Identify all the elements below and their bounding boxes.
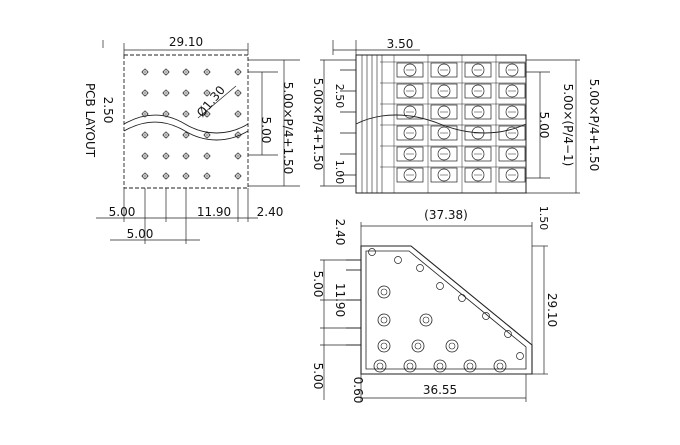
edge-pin	[436, 282, 444, 290]
front-screw	[493, 359, 507, 373]
dim-side-small: 1.00	[333, 160, 346, 185]
screw-terminal	[505, 168, 519, 182]
screw-terminal	[505, 105, 519, 119]
front-screw	[445, 339, 459, 353]
screw-terminal	[437, 126, 451, 140]
side-view: 3.50 2.50 5.00×P/4+1.50 1.00 5.00 5.00×(…	[311, 37, 601, 230]
break-line-2	[123, 121, 249, 141]
screw-terminal	[471, 105, 485, 119]
dim-front-height: 29.10	[545, 293, 559, 327]
front-outline	[360, 245, 533, 375]
screw-terminal	[471, 168, 485, 182]
dim-front-bottom-width: 36.55	[423, 383, 457, 397]
front-screw	[411, 339, 425, 353]
screw-terminal	[403, 126, 417, 140]
edge-pin	[504, 330, 512, 338]
front-screw-grid	[346, 248, 524, 373]
edge-pin	[394, 256, 402, 264]
dim-front-top-left: 2.40	[333, 219, 347, 246]
front-screw	[419, 313, 433, 327]
edge-pin	[458, 294, 466, 302]
screw-terminal	[403, 105, 417, 119]
screw-terminal	[505, 126, 519, 140]
screw-terminal	[471, 84, 485, 98]
edge-pin	[416, 264, 424, 272]
dim-right-outer: 5.00×P/4+1.50	[281, 82, 295, 174]
dim-side-top: 3.50	[387, 37, 414, 51]
screw-terminal	[437, 63, 451, 77]
dim-side-left: 5.00×P/4+1.50	[311, 78, 325, 170]
dim-width-top: 29.10	[169, 35, 203, 49]
front-screw	[377, 339, 391, 353]
edge-pin	[368, 248, 376, 256]
screw-terminal	[505, 63, 519, 77]
dim-front-bottom-small: 0.60	[351, 377, 365, 404]
screw-terminal	[437, 105, 451, 119]
screw-terminal	[403, 147, 417, 161]
front-screw	[377, 313, 391, 327]
edge-pin	[516, 352, 524, 360]
dim-front-left-a: 11.90	[333, 283, 347, 317]
break-line	[123, 114, 249, 134]
screw-terminal	[403, 168, 417, 182]
screw-terminal	[505, 147, 519, 161]
front-screw	[373, 359, 387, 373]
front-inner-outline	[365, 250, 527, 370]
front-view: (37.38) 2.40 11.90 5.00 5.00 0.60 36.55 …	[311, 208, 559, 403]
dim-front-left-c: 5.00	[311, 363, 325, 390]
screw-terminal	[403, 63, 417, 77]
edge-pin	[482, 312, 490, 320]
front-screw	[463, 359, 477, 373]
screw-terminal	[505, 84, 519, 98]
screw-terminal	[471, 147, 485, 161]
screw-terminal	[403, 84, 417, 98]
dim-side-right-outer: 5.00×P/4+1.50	[587, 79, 601, 171]
dim-bottom-c: 2.40	[257, 205, 284, 219]
front-screw	[403, 359, 417, 373]
dim-bottom-a: 5.00	[109, 205, 136, 219]
pcb-layout-view: 29.10 PCB LAYOUT 2.50 Ø1.30 5.00 5.00×P/…	[83, 35, 300, 244]
dim-side-right-small: 1.50	[537, 206, 550, 231]
pcb-hole-grid	[141, 68, 242, 180]
dim-side-pitch: 2.50	[333, 84, 346, 109]
dim-side-right-mid: 5.00×(P/4−1)	[561, 84, 575, 167]
hole-diameter-label: Ø1.30	[194, 83, 228, 120]
pcb-layout-title: PCB LAYOUT	[83, 83, 97, 158]
dim-right-inner: 5.00	[259, 117, 273, 144]
screw-terminal	[437, 168, 451, 182]
front-screw	[433, 359, 447, 373]
screw-terminal	[437, 84, 451, 98]
front-screw	[377, 285, 391, 299]
screw-terminal	[437, 147, 451, 161]
terminal-block-detail	[340, 55, 526, 193]
dim-front-width: (37.38)	[424, 208, 468, 222]
dim-bottom-b: 11.90	[197, 205, 231, 219]
dim-side-right-inner: 5.00	[537, 112, 551, 139]
dim-bottom-d: 5.00	[127, 227, 154, 241]
dim-pitch-left: 2.50	[101, 97, 115, 124]
screw-terminal	[471, 63, 485, 77]
dim-front-left-b: 5.00	[311, 271, 325, 298]
